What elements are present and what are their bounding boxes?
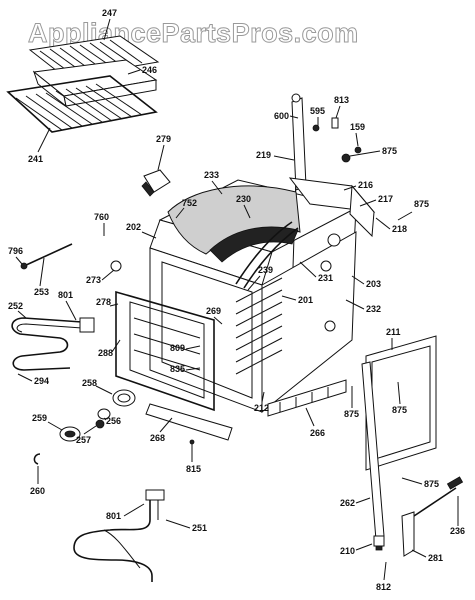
callout-813: 813 — [334, 95, 349, 105]
callout-233: 233 — [204, 170, 219, 180]
callout-288: 288 — [98, 348, 113, 358]
callout-875b: 875 — [414, 199, 429, 209]
callout-278: 278 — [96, 297, 111, 307]
callout-246: 246 — [142, 65, 157, 75]
callout-809: 809 — [170, 343, 185, 353]
callout-801b: 801 — [106, 511, 121, 521]
callout-217: 217 — [378, 194, 393, 204]
callout-210: 210 — [340, 546, 355, 556]
callout-268: 268 — [150, 433, 165, 443]
callout-218: 218 — [392, 224, 407, 234]
callout-232: 232 — [366, 304, 381, 314]
bake-element — [11, 317, 95, 371]
broil-element — [73, 489, 165, 582]
callout-239: 239 — [258, 265, 273, 275]
callout-279: 279 — [156, 134, 171, 144]
callout-251: 251 — [192, 523, 207, 533]
top-bracket — [288, 177, 376, 238]
callout-219: 219 — [256, 150, 271, 160]
callout-281: 281 — [428, 553, 443, 563]
callout-875a: 875 — [382, 146, 397, 156]
callout-752: 752 — [182, 198, 197, 208]
callout-203: 203 — [366, 279, 381, 289]
callout-247: 247 — [102, 8, 117, 18]
callout-201: 201 — [298, 295, 313, 305]
callout-801a: 801 — [58, 290, 73, 300]
callout-159: 159 — [350, 122, 365, 132]
callout-230: 230 — [236, 194, 251, 204]
callout-875e: 875 — [424, 479, 439, 489]
callout-258: 258 — [82, 378, 97, 388]
callout-266: 266 — [310, 428, 325, 438]
callout-231: 231 — [318, 273, 333, 283]
oven-front-frame — [115, 290, 215, 412]
callout-253: 253 — [34, 287, 49, 297]
callout-595: 595 — [310, 106, 325, 116]
callout-760: 760 — [94, 212, 109, 222]
callout-256: 256 — [106, 416, 121, 426]
callout-211: 211 — [386, 327, 401, 337]
callout-260: 260 — [30, 486, 45, 496]
control-knobs — [33, 389, 136, 465]
leveler — [373, 535, 385, 551]
callout-216: 216 — [358, 180, 373, 190]
oven-cabinet-body — [149, 175, 358, 414]
callout-236: 236 — [450, 526, 465, 536]
callout-600: 600 — [274, 111, 289, 121]
vent-tube — [291, 93, 307, 191]
callout-875d: 875 — [392, 405, 407, 415]
callout-241: 241 — [28, 154, 43, 164]
callout-257: 257 — [76, 435, 91, 445]
callout-259: 259 — [32, 413, 47, 423]
callout-875c: 875 — [344, 409, 359, 419]
callout-835: 835 — [170, 364, 185, 374]
callout-212: 212 — [254, 403, 269, 413]
bottom-trim — [145, 403, 233, 441]
callout-796: 796 — [8, 246, 23, 256]
kick-plate — [267, 379, 347, 417]
oven-rack — [6, 75, 158, 133]
lower-bracket — [401, 476, 464, 557]
sensor-probe — [20, 243, 122, 272]
callout-262: 262 — [340, 498, 355, 508]
screws-top — [312, 117, 362, 163]
light-cover — [141, 169, 171, 197]
callout-273: 273 — [86, 275, 101, 285]
callout-252: 252 — [8, 301, 23, 311]
callout-815: 815 — [186, 464, 201, 474]
callout-294: 294 — [34, 376, 49, 386]
callout-202: 202 — [126, 222, 141, 232]
callout-269: 269 — [206, 306, 221, 316]
callout-812: 812 — [376, 582, 391, 592]
